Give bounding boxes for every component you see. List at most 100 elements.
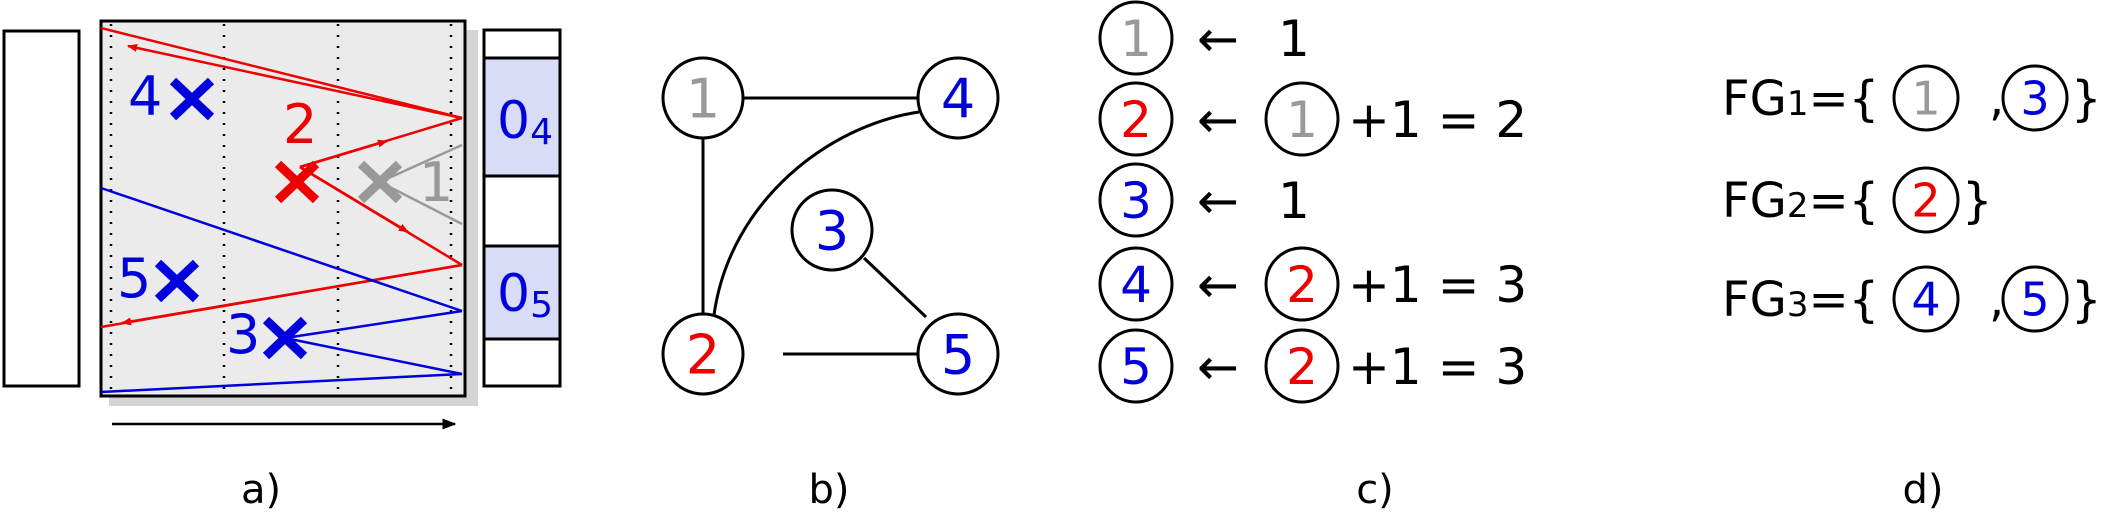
row-node-2-label: 2 [1120,91,1152,149]
panel-c: 1←12←1+1 = 23←14←2+1 = 35←2+1 = 3 c) [1098,0,1527,513]
graph-node-4: 4 [916,56,1000,140]
graph-nodes: 1 4 3 2 5 [661,56,1000,396]
row-node-1-label: 1 [1120,10,1152,68]
row-source-node-2: 2 [1264,328,1340,404]
group-member-5-label: 5 [2020,273,2049,327]
cross-marker-1 [357,160,403,204]
graph-edges [701,96,928,356]
group-member-4-circle [1892,265,1960,333]
cross-marker-3 [262,316,308,360]
row-node-1: 1 [1098,0,1174,76]
member-separator: , [1989,272,2004,328]
caption-c: c) [1356,467,1394,513]
graph-node-5-circle [916,312,1000,396]
row-node-2-circle [1098,81,1174,157]
assignment-rows: 1←12←1+1 = 23←14←2+1 = 35←2+1 = 3 [1098,0,1527,404]
assignment-row: 2 ← 1 +1 = 2 [1098,81,1527,157]
group-close-brace: } [2071,272,2102,328]
group-member-5-circle [2001,265,2069,333]
member-separator: , [1989,71,2004,127]
row-source-node-2-circle [1264,246,1340,322]
group-name: FG2={ [1722,173,1879,229]
row-expression: 1 [1278,10,1310,68]
marker-label-5: 5 [117,247,151,310]
row-node-4-circle [1098,246,1174,322]
group-member-2-circle [1892,166,1960,234]
marker-label-4: 4 [128,65,162,128]
blue-rays [100,186,463,394]
row-node-4-label: 4 [1120,256,1152,314]
graph-node-5-label: 5 [941,323,975,386]
row-node-4: 4 [1098,246,1174,322]
row-source-node-1-label: 1 [1286,91,1318,149]
group-member-1: 1 [1892,64,1960,132]
group-name: FG3={ [1722,272,1879,328]
left-arrow: ← [1197,172,1239,230]
left-arrow: ← [1197,10,1239,68]
row-node-5-circle [1098,328,1174,404]
graph-node-3: 3 [790,188,874,272]
panel-d: FG1={1,3}FG2={2}FG3={4,5} d) [1722,64,2102,513]
caption-a: a) [241,467,281,513]
graph-node-3-label: 3 [815,199,849,262]
graph-node-1-label: 1 [686,67,720,130]
row-expression: +1 = 3 [1348,338,1527,396]
group-member-5: 5 [2001,265,2069,333]
register-box-0-5 [482,244,562,341]
group-member-2-label: 2 [1911,174,1940,228]
group-row: FG2={2} [1722,166,1993,234]
group-member-1-circle [1892,64,1960,132]
group-rows: FG1={1,3}FG2={2}FG3={4,5} [1722,64,2102,333]
row-expression: 1 [1278,172,1310,230]
group-name: FG1={ [1722,71,1879,127]
row-source-node-2-label: 2 [1286,256,1318,314]
group-close-brace: } [2071,71,2102,127]
assignment-row: 4 ← 2 +1 = 3 [1098,246,1527,322]
group-member-3-circle [2001,64,2069,132]
group-member-1-label: 1 [1911,72,1940,126]
row-source-node-2-circle [1264,328,1340,404]
graph-node-1-circle [661,56,745,140]
marker-label-2: 2 [283,93,317,156]
graph-node-4-circle [916,56,1000,140]
row-node-3: 3 [1098,162,1174,238]
graph-node-3-circle [790,188,874,272]
cross-marker-4 [169,77,215,121]
graph-node-1: 1 [661,56,745,140]
row-node-1-circle [1098,0,1174,76]
group-member-4: 4 [1892,265,1960,333]
assignment-row: 1 ← 1 [1098,0,1310,76]
group-member-3: 3 [2001,64,2069,132]
row-source-node-1-circle [1264,81,1340,157]
graph-node-4-label: 4 [941,67,975,130]
group-member-4-label: 4 [1911,273,1940,327]
caption-b: b) [809,467,850,513]
graph-node-2-label: 2 [686,323,720,386]
assignment-row: 5 ← 2+1 = 3 [1098,328,1527,404]
row-node-5-label: 5 [1120,338,1152,396]
row-source-node-2: 2 [1264,246,1340,322]
row-node-5: 5 [1098,328,1174,404]
row-expression: +1 = 3 [1348,256,1527,314]
left-arrow: ← [1197,91,1239,149]
cross-marker-2 [274,160,320,204]
marker-label-1: 1 [419,151,453,214]
panel-b: 1 4 3 2 5 b) [661,56,1000,513]
left-arrow: ← [1197,256,1239,314]
register-box-0-4 [482,56,562,178]
row-node-3-label: 3 [1120,172,1152,230]
group-member-2: 2 [1892,166,1960,234]
group-row: FG1={ 1, 3} [1722,64,2102,132]
graph-node-2-circle [661,312,745,396]
cross-marker-5 [154,259,200,303]
left-arrow: ← [1197,338,1239,396]
marker-label-3: 3 [226,303,260,366]
row-expression: +1 = 2 [1348,91,1527,149]
panel-a: 4 2 1 5 3 04 05 a) [2,19,562,513]
register-label-0-5: 05 [497,264,553,326]
group-row: FG3={ 4, 5} [1722,265,2102,333]
group-member-3-label: 3 [2020,72,2049,126]
left-box [2,29,81,388]
row-node-3-circle [1098,162,1174,238]
